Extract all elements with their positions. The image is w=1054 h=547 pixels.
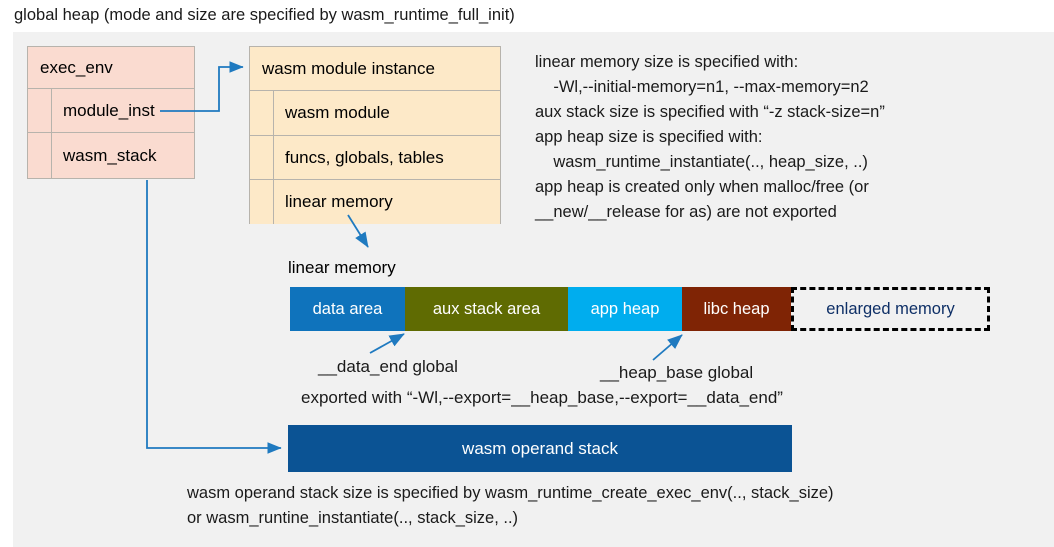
memory-segment-app-heap: app heap	[568, 287, 682, 331]
indent-cell	[28, 133, 52, 178]
wasm-module-instance-header: wasm module instance	[250, 47, 500, 91]
memory-segment-enlarged-memory: enlarged memory	[791, 287, 990, 331]
wmi-field-funcs-globals-tables-label: funcs, globals, tables	[285, 147, 444, 167]
operand-stack-note: wasm operand stack size is specified by …	[187, 484, 834, 527]
exec-env-field-wasm-stack: wasm_stack	[28, 133, 194, 178]
annotation-exported-flags: exported with “-Wl,--export=__heap_base,…	[301, 388, 783, 407]
memory-segment-aux-stack-area: aux stack area	[405, 287, 568, 331]
linear-memory-notes: linear memory size is specified with: -W…	[535, 53, 885, 221]
indent-cell	[250, 136, 274, 179]
exec-env-header: exec_env	[28, 47, 194, 89]
annotation-data-end: __data_end global	[318, 357, 458, 376]
indent-cell	[250, 180, 274, 224]
memory-segment-libc-heap: libc heap	[682, 287, 791, 331]
wasm-module-instance-box: wasm module instance wasm module funcs, …	[249, 46, 501, 224]
annotation-heap-base: __heap_base global	[600, 363, 754, 382]
exec-env-field-module-inst: module_inst	[28, 89, 194, 133]
exec-env-box: exec_env module_inst wasm_stack	[27, 46, 195, 179]
wmi-field-wasm-module: wasm module	[250, 91, 500, 136]
wmi-field-linear-memory-label: linear memory	[285, 192, 393, 211]
memory-segment-data-area: data area	[290, 287, 405, 331]
page-title: global heap (mode and size are specified…	[14, 6, 515, 24]
exec-env-field-wasm-stack-label: wasm_stack	[63, 145, 157, 165]
wasm-operand-stack-box: wasm operand stack	[288, 425, 792, 472]
indent-cell	[28, 89, 52, 132]
wmi-field-wasm-module-label: wasm module	[285, 103, 390, 122]
indent-cell	[250, 91, 274, 135]
linear-memory-caption: linear memory	[288, 258, 396, 277]
wmi-field-funcs-globals-tables: funcs, globals, tables	[250, 136, 500, 180]
exec-env-field-module-inst-label: module_inst	[63, 100, 155, 120]
wmi-field-linear-memory: linear memory	[250, 180, 500, 224]
